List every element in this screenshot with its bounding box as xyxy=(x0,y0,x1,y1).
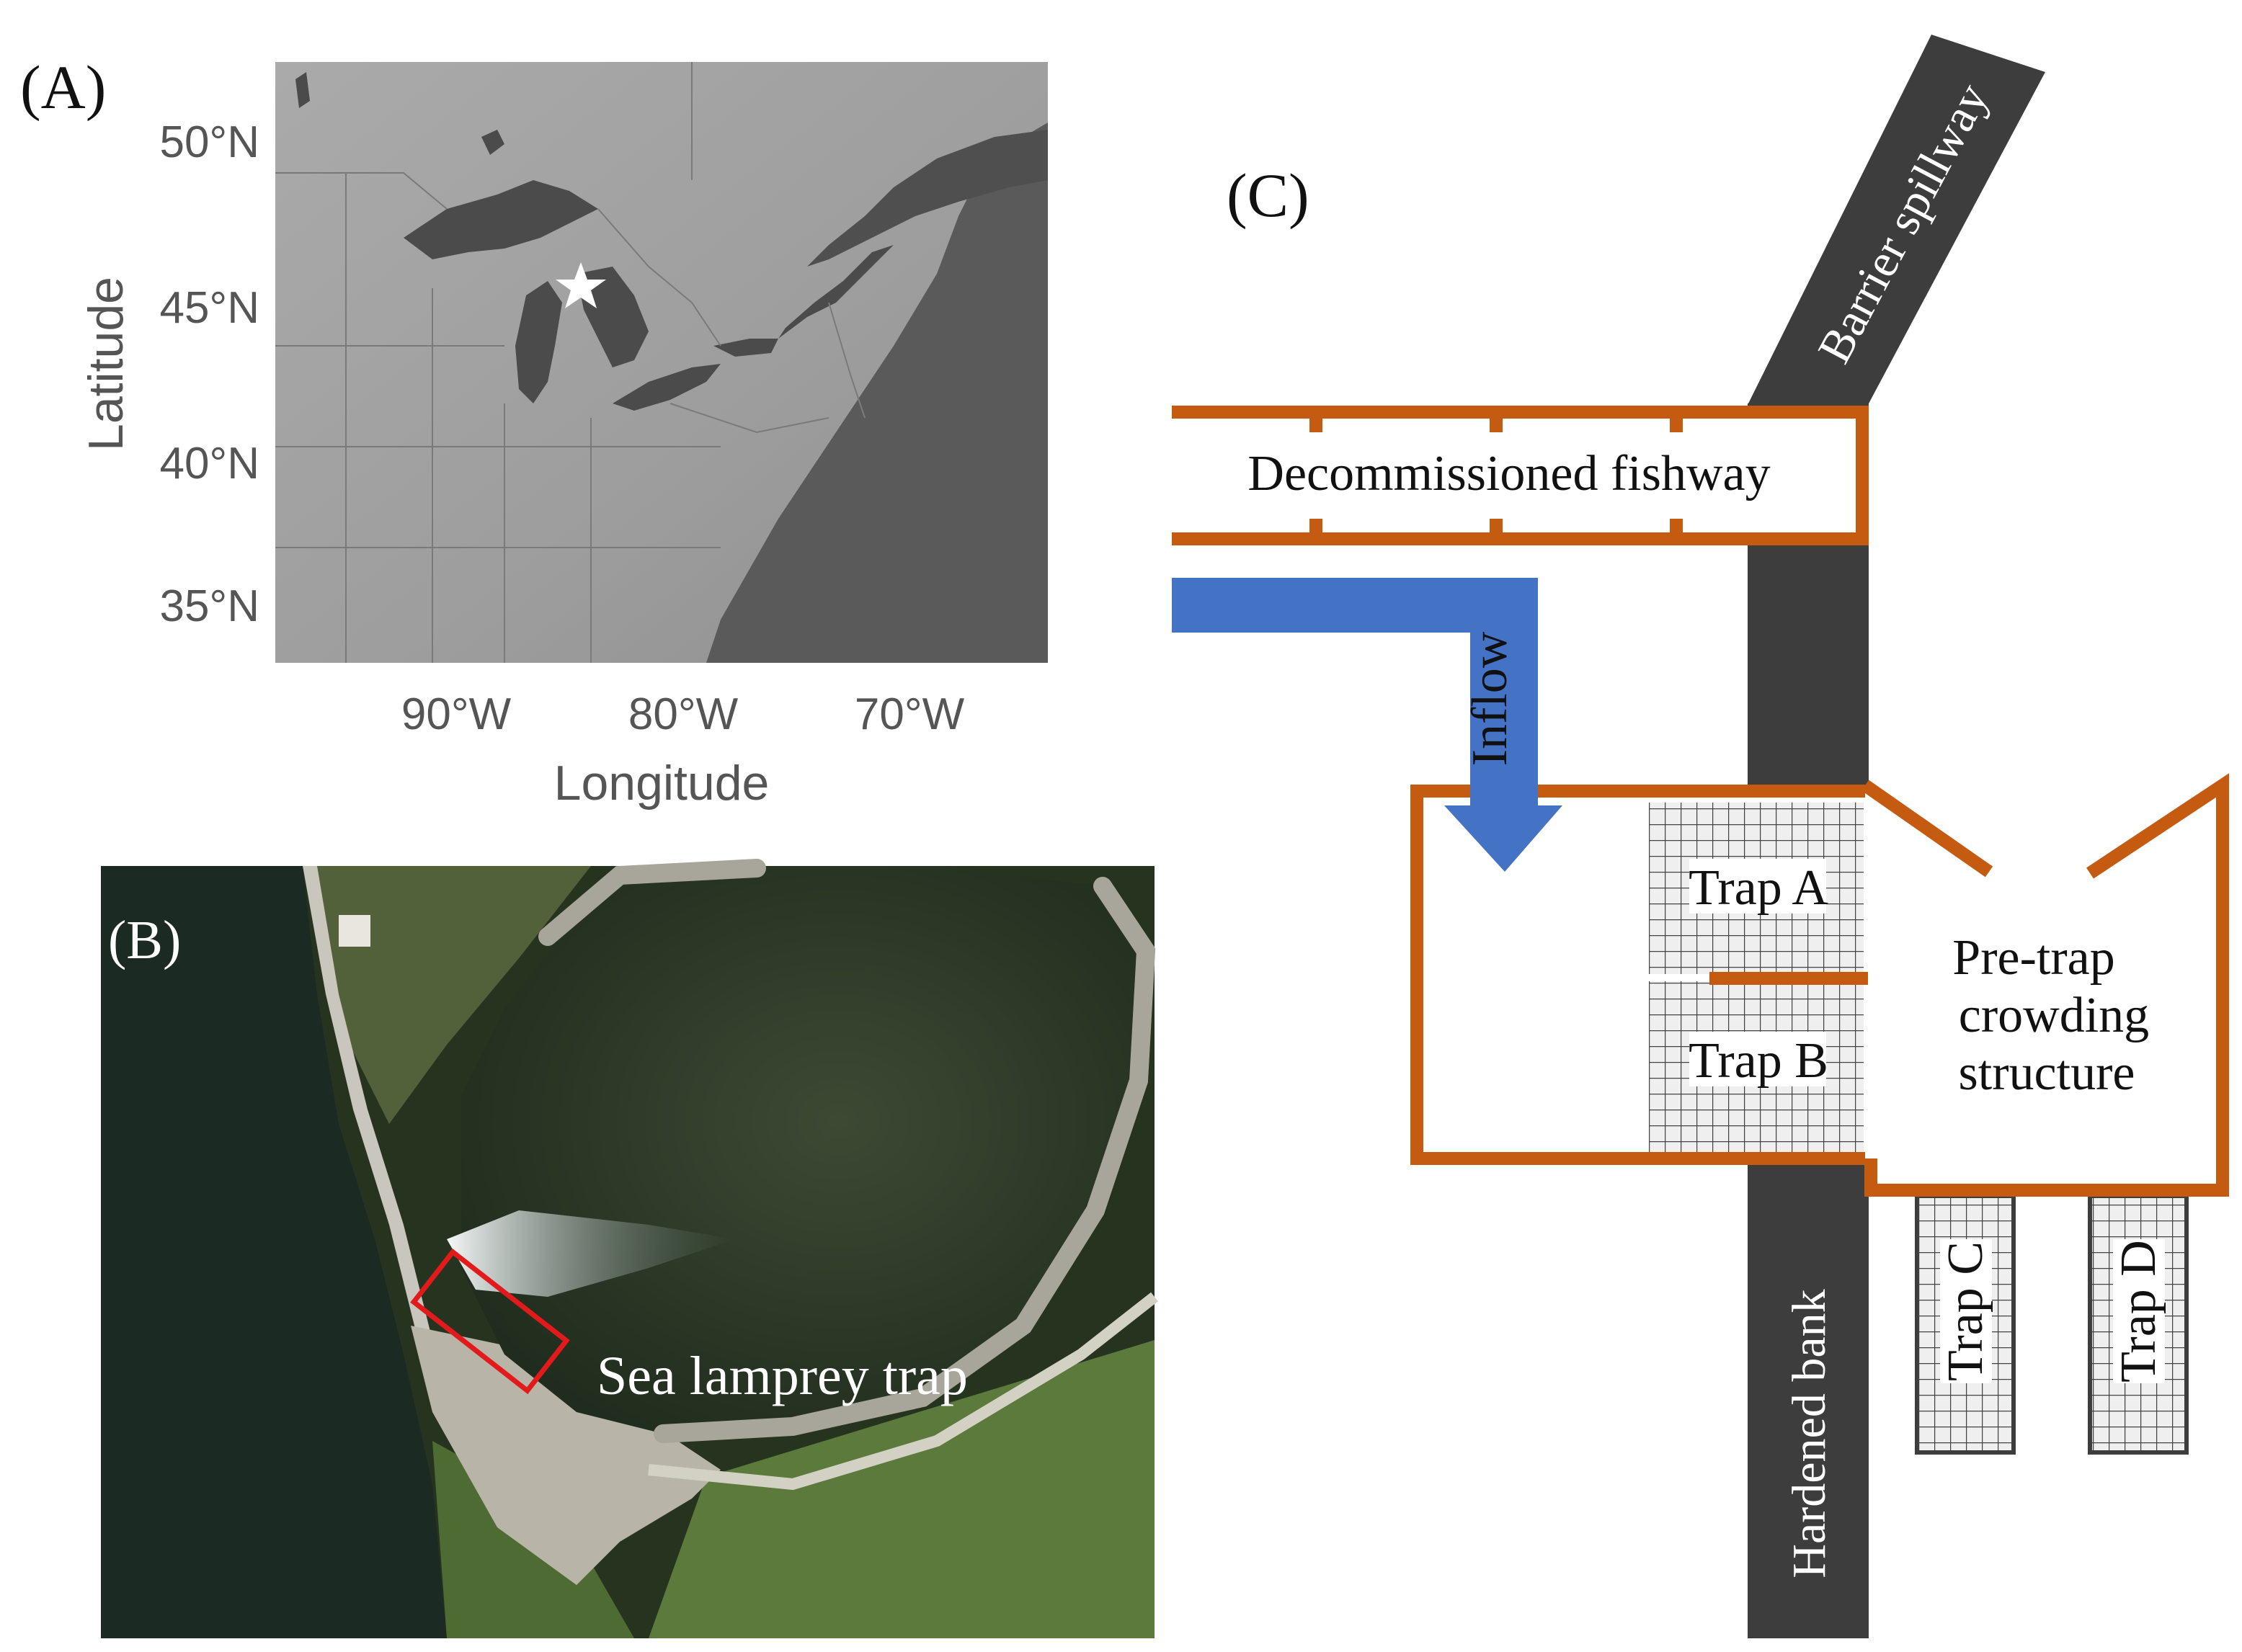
y-tick-35: 35°N xyxy=(159,581,259,631)
trap-d-label: Trap D xyxy=(2111,1240,2166,1383)
x-axis: 90°W 80°W 70°W Longitude xyxy=(401,689,965,811)
grass-bottom-right xyxy=(649,1340,1155,1638)
sea-lamprey-trap-label: Sea lamprey trap xyxy=(597,1346,968,1406)
grass-top xyxy=(317,866,591,1124)
x-axis-title: Longitude xyxy=(554,756,770,811)
atlantic-ocean xyxy=(706,122,1048,663)
trap-d-label-group: Trap D xyxy=(2111,1239,2166,1383)
gulf-st-lawrence xyxy=(807,130,1048,267)
y-axis-title: Latitude xyxy=(79,277,133,451)
spillway-spray xyxy=(447,1210,735,1297)
x-tick-90: 90°W xyxy=(401,689,512,739)
lake-michigan xyxy=(515,281,562,403)
inflow-arrow xyxy=(1172,578,1562,872)
dam-walkway xyxy=(303,866,432,1340)
trap-b-label: Trap B xyxy=(1689,1033,1828,1089)
x-tick-70: 70°W xyxy=(855,689,965,739)
decommissioned-fishway-label: Decommissioned fishway xyxy=(1247,446,1770,501)
spillway-apron xyxy=(411,1326,721,1585)
shoreline xyxy=(538,859,1156,1443)
star-icon xyxy=(556,262,606,308)
map-frame xyxy=(275,62,1048,663)
left-water xyxy=(101,866,447,1638)
panel-c-label: (C) xyxy=(1227,161,1309,230)
panel-b-label: (B) xyxy=(108,910,181,970)
trap-b-label-group: Trap B xyxy=(1689,1032,1828,1089)
trap-a-label-group: Trap A xyxy=(1689,859,1828,916)
panel-c-diagram: (C) Decommi xyxy=(1172,35,2229,1638)
panel-a-map: (A) xyxy=(20,53,1048,811)
y-axis: 50°N 45°N 40°N 35°N Latitude xyxy=(79,117,259,631)
lake-huron xyxy=(577,267,649,367)
lake-ontario xyxy=(713,339,778,357)
panel-b-photo: (B) Sea lamprey trap xyxy=(101,859,1158,1638)
y-tick-50: 50°N xyxy=(159,117,259,167)
y-tick-40: 40°N xyxy=(159,439,259,488)
panel-a-label: (A) xyxy=(20,53,106,122)
trap-c-label-group: Trap C xyxy=(1938,1239,1993,1383)
x-tick-80: 80°W xyxy=(628,689,739,739)
lake-winnipeg xyxy=(295,72,310,108)
borders xyxy=(275,62,866,663)
pre-trap-box xyxy=(1868,785,2223,1190)
hardened-bank-label: Hardened bank xyxy=(1783,1289,1836,1578)
building xyxy=(339,915,370,947)
reservoir xyxy=(461,866,1146,1434)
y-tick-45: 45°N xyxy=(159,283,259,333)
barrier-spillway xyxy=(1748,35,2045,405)
fishway-outline xyxy=(1172,406,1869,545)
fishway-box xyxy=(1172,411,1862,540)
pre-trap-label-1: Pre-trap xyxy=(1952,930,2114,986)
lake-superior xyxy=(404,180,598,259)
lake-nipigon xyxy=(481,130,504,155)
chamber-outline xyxy=(1410,773,2229,1197)
road xyxy=(648,1292,1158,1491)
trap-a-label: Trap A xyxy=(1689,860,1828,916)
inflow-label: Inflow xyxy=(1462,631,1518,766)
pre-trap-label-2: crowding xyxy=(1959,988,2149,1043)
lake-erie xyxy=(613,364,721,411)
trap-outline xyxy=(410,1248,570,1395)
st-lawrence-river xyxy=(778,245,894,339)
pre-trap-label-3: structure xyxy=(1959,1045,2135,1101)
trap-c-label: Trap C xyxy=(1938,1241,1993,1381)
